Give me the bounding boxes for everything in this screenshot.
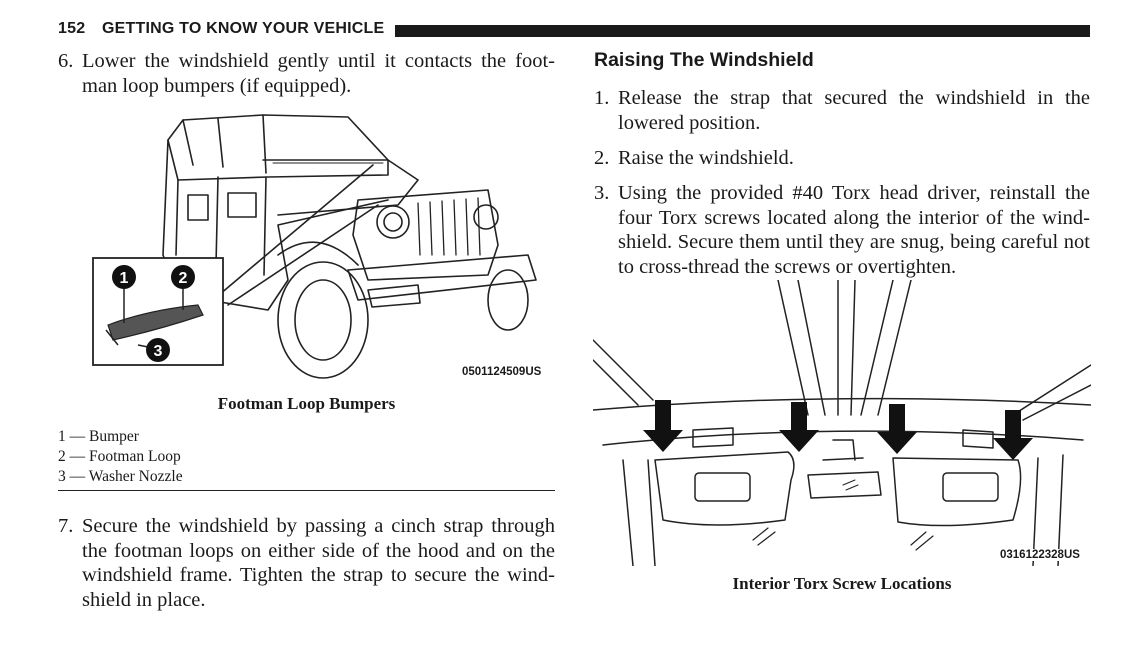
- step-text: Using the provided #40 Torx head driver,…: [618, 182, 1090, 278]
- figure-caption: Interior Torx Screw Locations: [732, 574, 952, 593]
- legend-divider: [58, 490, 555, 491]
- step-number: 6.: [58, 50, 74, 72]
- figure-code: 0316122328US: [998, 549, 1082, 561]
- figure-legend: 1 — Bumper 2 — Footman Loop 3 — Washer N…: [58, 427, 183, 487]
- step-number: 2.: [594, 147, 610, 169]
- legend-item: 2 — Footman Loop: [58, 448, 181, 465]
- callout-2: 2: [179, 270, 188, 287]
- figure-caption: Footman Loop Bumpers: [217, 394, 396, 413]
- legend-item: 3 — Washer Nozzle: [58, 468, 183, 485]
- step-number: 3.: [594, 182, 610, 204]
- step-number: 7.: [58, 515, 74, 537]
- step-text: Secure the windshield by passing a cinch…: [82, 515, 555, 611]
- raise-step-3: 3. Using the provided #40 Torx head driv…: [594, 181, 1090, 279]
- callout-1: 1: [120, 270, 129, 287]
- step-text: Release the strap that secured the winds…: [618, 87, 1090, 134]
- figure-code: 0501124509US: [462, 366, 542, 378]
- raise-step-2: 2. Raise the windshield.: [594, 146, 1090, 171]
- callout-3: 3: [154, 343, 163, 360]
- step-text: Lower the windshield gently until it con…: [82, 50, 555, 97]
- step-7: 7. Secure the windshield by passing a ci…: [58, 514, 555, 612]
- torx-screw-illustration: [593, 280, 1091, 566]
- section-title: GETTING TO KNOW YOUR VEHICLE: [102, 20, 385, 37]
- step-6: 6. Lower the windshield gently until it …: [58, 49, 555, 98]
- header-rule-bar: [395, 25, 1090, 37]
- page-number: 152: [58, 20, 86, 37]
- legend-item: 1 — Bumper: [58, 428, 139, 445]
- step-number: 1.: [594, 87, 610, 109]
- raise-step-1: 1. Release the strap that secured the wi…: [594, 86, 1090, 135]
- step-text: Raise the windshield.: [618, 147, 794, 169]
- section-heading: Raising The Windshield: [594, 49, 814, 71]
- page-header: 152 GETTING TO KNOW YOUR VEHICLE: [58, 19, 1090, 41]
- footman-loop-illustration: 1 2 3: [92, 114, 537, 379]
